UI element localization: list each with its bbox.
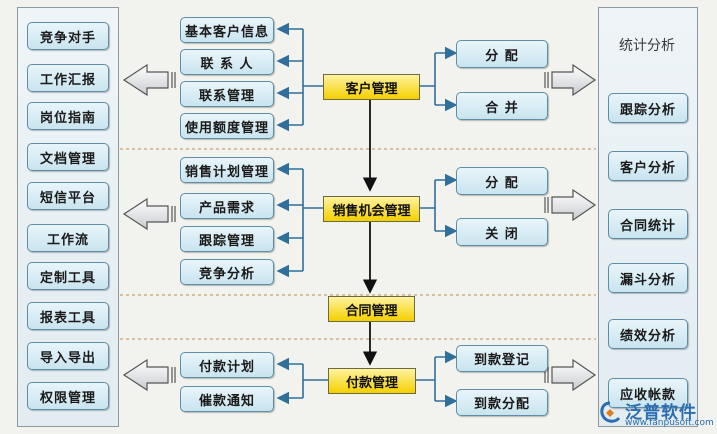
payment-allocation[interactable]: 到款分配 [456, 389, 548, 416]
right-item-label: 客户分析 [619, 160, 676, 176]
customer-left-label: 使用额度管理 [184, 120, 269, 136]
right-item-customer-analysis[interactable]: 客户分析 [608, 151, 688, 181]
opportunity-right-label: 关 闭 [485, 226, 519, 242]
left-item-label: 权限管理 [39, 390, 96, 406]
opportunity-left-label: 产品需求 [198, 200, 255, 216]
customer-right-connectors [418, 46, 458, 112]
block-arrow-right-1 [551, 63, 597, 97]
right-panel-title: 统计分析 [619, 38, 675, 54]
customer-contacts[interactable]: 联 系 人 [180, 49, 274, 75]
customer-mgmt-node[interactable]: 客户管理 [323, 74, 420, 100]
payment-mgmt-label: 付款管理 [345, 375, 398, 391]
left-item-label: 短信平台 [39, 190, 96, 206]
block-arrow-right-2 [551, 188, 597, 222]
block-arrow-left-3 [122, 358, 169, 392]
right-item-label: 绩效分析 [619, 328, 676, 344]
section-dividers [120, 148, 596, 340]
left-block-arrow-stripes [171, 72, 176, 383]
opportunity-left-label: 跟踪管理 [198, 233, 255, 249]
left-item-label: 工作汇报 [39, 72, 96, 88]
right-item-funnel-analysis[interactable]: 漏斗分析 [608, 263, 688, 293]
customer-contact-mgmt[interactable]: 联系管理 [180, 81, 274, 107]
block-arrow-right-3 [551, 358, 597, 392]
payment-mgmt-node[interactable]: 付款管理 [328, 368, 416, 394]
left-item-label: 报表工具 [39, 310, 96, 326]
opportunity-sales-plan[interactable]: 销售计划管理 [180, 157, 274, 183]
left-item-report-tools[interactable]: 报表工具 [27, 302, 109, 330]
opportunity-tracking[interactable]: 跟踪管理 [180, 226, 274, 252]
right-item-receivables[interactable]: 应收帐款 [608, 378, 688, 408]
right-item-label: 应收帐款 [619, 387, 676, 403]
left-item-label: 竞争对手 [39, 30, 96, 46]
contract-mgmt-label: 合同管理 [345, 303, 398, 319]
left-item-label: 文档管理 [39, 151, 96, 167]
payment-left-label: 催款通知 [198, 393, 255, 409]
left-item-document-mgmt[interactable]: 文档管理 [27, 143, 109, 171]
left-item-job-guide[interactable]: 岗位指南 [27, 102, 109, 130]
customer-right-label: 分 配 [485, 48, 519, 64]
customer-right-label: 合 并 [485, 100, 519, 116]
customer-left-label: 基本客户信息 [184, 24, 269, 40]
customer-left-label: 联 系 人 [200, 56, 254, 72]
opportunity-mgmt-node[interactable]: 销售机会管理 [323, 196, 420, 222]
watermark-brand: 泛普软件 [625, 403, 697, 423]
customer-merge[interactable]: 合 并 [456, 92, 548, 120]
opportunity-left-label: 竞争分析 [198, 266, 255, 282]
opportunity-right-label: 分 配 [485, 175, 519, 191]
customer-quota-mgmt[interactable]: 使用额度管理 [180, 113, 274, 139]
left-item-label: 工作流 [46, 232, 89, 248]
contract-mgmt-node[interactable]: 合同管理 [328, 296, 415, 322]
right-item-label: 合同统计 [619, 218, 676, 234]
opportunity-left-connectors [276, 162, 323, 278]
block-arrow-left-2 [122, 197, 169, 231]
right-item-tracking-analysis[interactable]: 跟踪分析 [608, 93, 688, 123]
payment-plan[interactable]: 付款计划 [180, 352, 274, 378]
opportunity-close[interactable]: 关 闭 [456, 218, 548, 246]
payment-right-connectors [414, 350, 458, 408]
right-item-label: 跟踪分析 [619, 102, 676, 118]
opportunity-product-needs[interactable]: 产品需求 [180, 193, 274, 219]
left-item-sms-platform[interactable]: 短信平台 [27, 182, 109, 210]
opportunity-competition[interactable]: 竞争分析 [180, 259, 274, 285]
customer-assign[interactable]: 分 配 [456, 40, 548, 68]
left-item-work-report[interactable]: 工作汇报 [27, 64, 109, 92]
left-block-arrows [122, 63, 169, 392]
payment-reminder[interactable]: 催款通知 [180, 386, 274, 412]
left-item-competitor[interactable]: 竞争对手 [27, 22, 109, 50]
left-item-label: 导入导出 [39, 350, 96, 366]
left-item-label: 岗位指南 [39, 110, 96, 126]
right-block-arrow-stripes [544, 72, 549, 383]
payment-right-label: 到款分配 [473, 397, 530, 412]
right-item-performance-analysis[interactable]: 绩效分析 [608, 319, 688, 349]
left-item-custom-tools[interactable]: 定制工具 [27, 262, 109, 290]
payment-registration[interactable]: 到款登记 [456, 345, 548, 372]
right-item-contract-stats[interactable]: 合同统计 [608, 209, 688, 239]
customer-mgmt-label: 客户管理 [345, 81, 398, 97]
customer-basic-info[interactable]: 基本客户信息 [180, 17, 274, 43]
opportunity-left-label: 销售计划管理 [184, 164, 269, 180]
right-block-arrows [551, 63, 597, 392]
watermark-url: www.fanpusoft.com [625, 418, 714, 428]
opportunity-right-connectors [418, 173, 458, 238]
opportunity-mgmt-label: 销售机会管理 [332, 203, 411, 219]
left-item-import-export[interactable]: 导入导出 [27, 342, 109, 370]
payment-right-label: 到款登记 [473, 353, 530, 368]
right-item-label: 漏斗分析 [619, 272, 676, 288]
left-item-permission-mgmt[interactable]: 权限管理 [27, 382, 109, 410]
payment-left-label: 付款计划 [198, 359, 255, 375]
opportunity-assign[interactable]: 分 配 [456, 167, 548, 195]
left-item-workflow[interactable]: 工作流 [27, 224, 109, 252]
customer-left-connectors [276, 22, 323, 132]
watermark: 泛普软件 www.fanpusoft.com [595, 398, 714, 432]
payment-left-connectors [276, 357, 328, 405]
customer-left-label: 联系管理 [198, 88, 255, 104]
brand-logo-icon [600, 401, 621, 423]
left-item-label: 定制工具 [39, 270, 96, 286]
block-arrow-left-1 [122, 63, 169, 97]
